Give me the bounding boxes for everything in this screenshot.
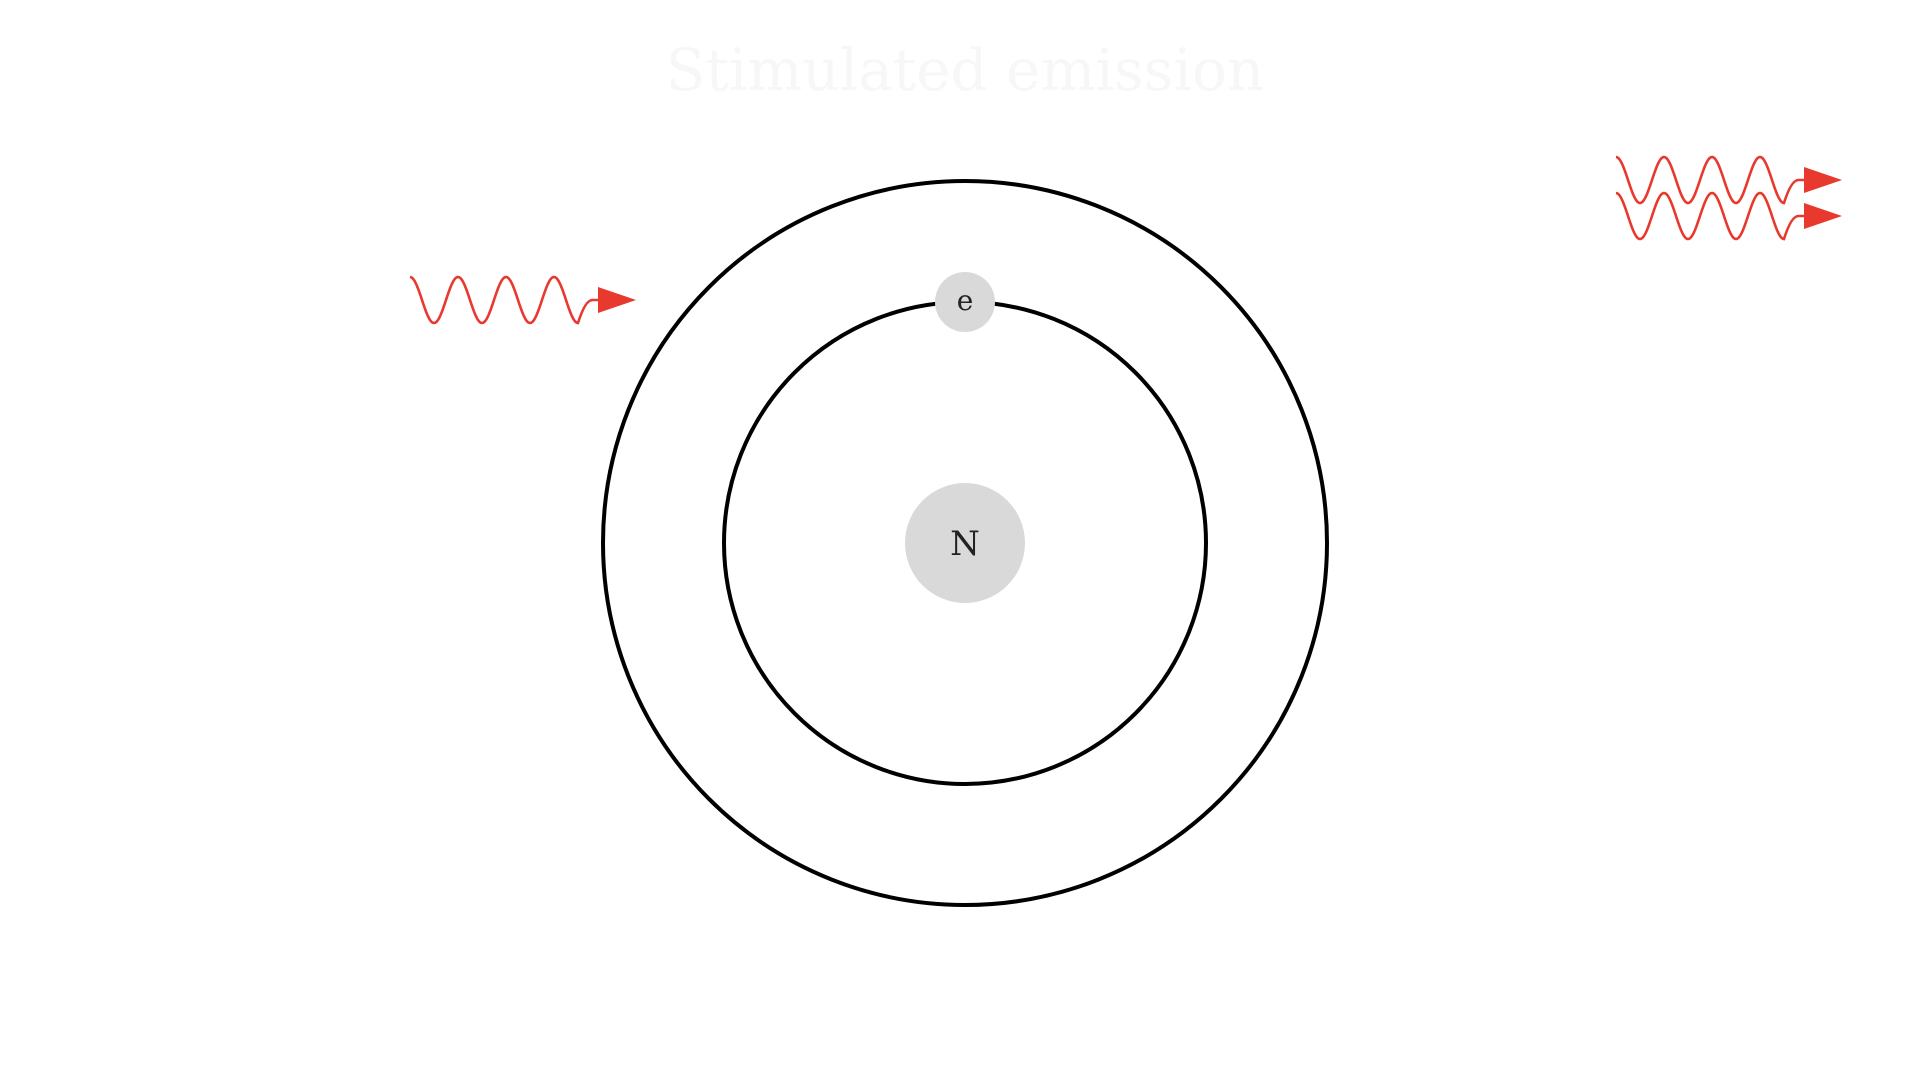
incoming-photon	[409, 275, 636, 325]
emitted-photon-1-wave	[1615, 155, 1804, 205]
emitted-photon-2	[1615, 191, 1842, 241]
incoming-photon-arrowhead	[598, 287, 636, 313]
electron	[935, 272, 995, 332]
emitted-photon-1-arrowhead	[1804, 167, 1842, 193]
nucleus	[905, 483, 1025, 603]
nucleus-label: N	[950, 524, 980, 564]
diagram-title: Stimulated emission	[666, 36, 1265, 104]
electron-label: e	[957, 284, 974, 317]
incoming-photon-wave	[409, 275, 598, 325]
emitted-photon-2-arrowhead	[1804, 203, 1842, 229]
emitted-photon-2-wave	[1615, 191, 1804, 241]
outer-orbit	[601, 179, 1329, 907]
emitted-photon-1	[1615, 155, 1842, 205]
